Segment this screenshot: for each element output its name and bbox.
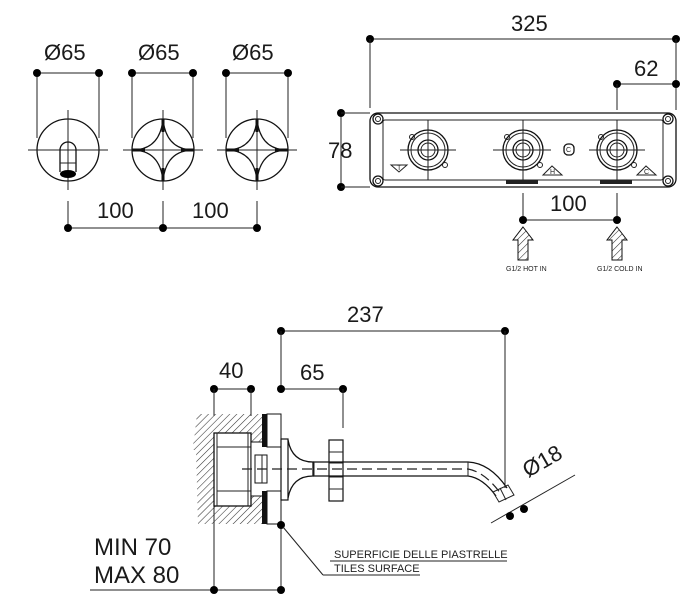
spacing-dimension [64, 201, 261, 232]
inlet-spacing-label: 100 [550, 191, 587, 216]
tiles-surface-label-it: SUPERFICIE DELLE PIASTRELLE [334, 549, 508, 561]
cold-inlet-label: G1/2 COLD IN [597, 266, 643, 273]
cold-handle-diameter-label: Ø65 [232, 40, 274, 65]
wall-depth-label: 40 [219, 358, 243, 383]
svg-text:C: C [566, 147, 571, 154]
box-right-offset-label: 62 [634, 56, 658, 81]
hot-triangle-icon: H [541, 165, 564, 176]
projection-label: 237 [347, 302, 384, 327]
outlet-valve [400, 120, 456, 180]
diameter-dimension-lines [33, 69, 292, 138]
spout-front [28, 110, 108, 190]
svg-text:C: C [644, 169, 649, 176]
tiles-surface-label-en: TILES SURFACE [334, 563, 420, 575]
svg-text:H: H [550, 169, 555, 176]
box-width-label: 325 [511, 11, 548, 36]
cold-cross-handle-front [217, 110, 297, 190]
mounting-lugs [372, 113, 674, 187]
install-min-label: MIN 70 [94, 534, 171, 561]
svg-text:T: T [397, 165, 402, 172]
hot-cross-handle-front [123, 110, 203, 190]
hot-inlet-arrow-icon [511, 226, 535, 261]
spout-diameter-label: Ø65 [44, 40, 86, 65]
cold-inlet-arrow-icon [605, 226, 629, 261]
handle-offset-label: 65 [300, 360, 324, 385]
cold-triangle-icon: C [635, 165, 658, 176]
outlet-triangle-icon: T [389, 164, 409, 173]
spacing-left-label: 100 [97, 198, 134, 223]
box-height-label: 78 [328, 138, 352, 163]
front-view: Ø65 Ø65 Ø65 [28, 40, 297, 232]
hot-inlet-label: G1/2 HOT IN [506, 266, 547, 273]
concealed-box-view: 325 62 78 [328, 11, 680, 273]
install-max-label: MAX 80 [94, 562, 179, 589]
spacing-right-label: 100 [192, 198, 229, 223]
side-view: 237 40 65 [90, 302, 576, 594]
logo-icon: C [563, 143, 575, 156]
hot-handle-diameter-label: Ø65 [138, 40, 180, 65]
spout-diameter-label: Ø18 [518, 440, 567, 482]
cold-valve [589, 120, 645, 180]
hot-valve [493, 120, 551, 180]
